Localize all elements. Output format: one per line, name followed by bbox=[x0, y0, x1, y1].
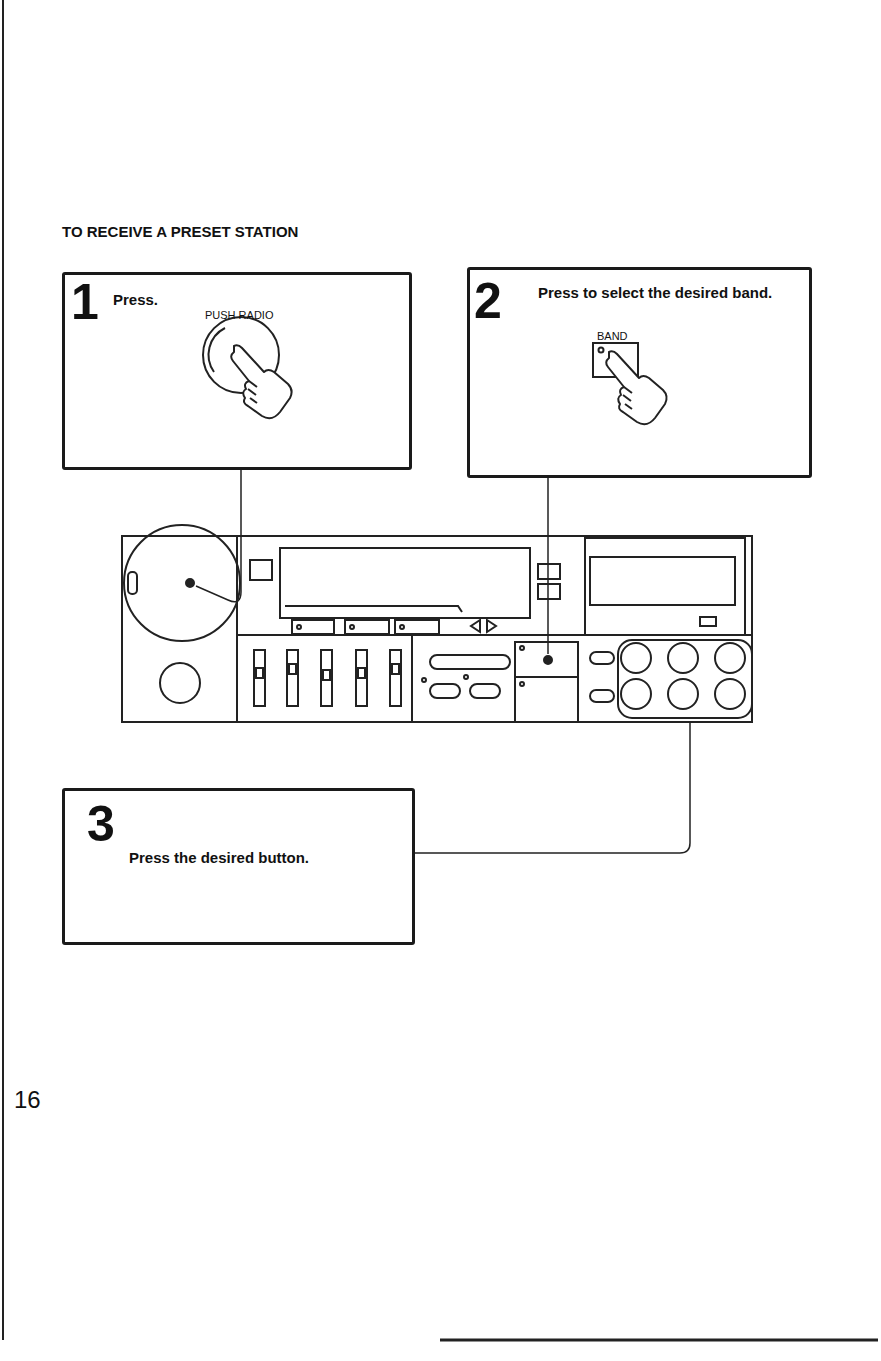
car-stereo-unit bbox=[520, 682, 524, 686]
pointing-hand bbox=[623, 387, 632, 409]
car-stereo-unit bbox=[400, 625, 404, 629]
car-stereo-unit bbox=[590, 557, 735, 605]
car-stereo-unit bbox=[292, 620, 334, 634]
car-stereo-unit bbox=[464, 675, 468, 679]
pointing-hand bbox=[231, 345, 291, 418]
car-stereo-unit bbox=[254, 650, 265, 706]
car-stereo-unit bbox=[395, 620, 439, 634]
car-stereo-unit bbox=[590, 690, 614, 702]
step-box: 2 Press to select the desired band. BAND bbox=[467, 267, 812, 478]
car-stereo-unit bbox=[390, 650, 401, 706]
car-stereo-unit bbox=[422, 678, 426, 682]
pointing-hand bbox=[248, 381, 257, 403]
car-stereo-unit bbox=[621, 679, 651, 709]
page-rule bbox=[440, 1339, 878, 1342]
car-stereo-unit bbox=[544, 656, 552, 664]
step-number: 2 bbox=[474, 276, 502, 326]
car-stereo-unit bbox=[487, 620, 496, 632]
car-stereo-unit bbox=[356, 650, 367, 706]
car-stereo-unit bbox=[358, 668, 365, 678]
car-stereo-unit bbox=[470, 684, 500, 698]
car-stereo-unit bbox=[297, 625, 301, 629]
car-stereo-unit bbox=[287, 650, 298, 706]
car-stereo-unit bbox=[280, 548, 530, 618]
step-box: 3Press the desired button. bbox=[62, 788, 415, 945]
car-stereo-unit bbox=[515, 677, 578, 722]
car-stereo-unit bbox=[430, 655, 510, 669]
car-stereo-unit bbox=[160, 663, 200, 703]
step-number: 3 bbox=[87, 799, 115, 849]
control-name: BAND bbox=[597, 330, 628, 343]
pointing-hand bbox=[231, 345, 291, 418]
page-rule bbox=[2, 0, 4, 1340]
car-stereo-unit bbox=[124, 525, 240, 641]
car-stereo-unit bbox=[411, 635, 413, 722]
car-stereo-unit bbox=[668, 679, 698, 709]
car-stereo-unit bbox=[186, 579, 194, 587]
page-number: 16 bbox=[14, 1086, 41, 1114]
car-stereo-unit bbox=[128, 572, 137, 594]
instruction-text: Press. bbox=[113, 291, 158, 309]
car-stereo-unit bbox=[321, 650, 332, 706]
car-stereo-unit bbox=[256, 668, 263, 678]
car-stereo-unit bbox=[471, 620, 480, 632]
car-stereo-unit bbox=[715, 643, 745, 673]
pointing-hand bbox=[606, 351, 666, 424]
car-stereo-unit bbox=[345, 620, 389, 634]
car-stereo-unit bbox=[289, 664, 296, 674]
leader-line bbox=[196, 470, 690, 853]
car-stereo-unit bbox=[538, 584, 560, 599]
step-number: 1 bbox=[71, 277, 99, 327]
car-stereo-unit bbox=[250, 560, 272, 580]
band-button bbox=[599, 348, 604, 353]
leader-line bbox=[547, 478, 549, 654]
car-stereo-unit bbox=[538, 564, 560, 579]
car-stereo-unit bbox=[285, 606, 462, 612]
page-rule bbox=[3, 0, 878, 1340]
car-stereo-unit bbox=[590, 652, 614, 664]
car-stereo-unit bbox=[621, 643, 651, 673]
car-stereo-unit bbox=[520, 646, 524, 650]
car-stereo-unit bbox=[430, 684, 460, 698]
step-box: 1 Press. PUSH RADIO bbox=[62, 272, 412, 470]
car-stereo-unit bbox=[323, 670, 330, 680]
car-stereo-unit bbox=[700, 617, 716, 626]
leader-line bbox=[415, 722, 690, 853]
car-stereo-unit bbox=[350, 625, 354, 629]
pointing-hand bbox=[606, 351, 666, 424]
car-stereo-unit bbox=[668, 643, 698, 673]
car-stereo-unit bbox=[515, 642, 578, 677]
car-stereo-unit bbox=[715, 679, 745, 709]
control-name: PUSH RADIO bbox=[205, 309, 273, 322]
instruction-text: Press the desired button. bbox=[129, 849, 309, 867]
car-stereo-unit bbox=[618, 640, 752, 718]
page-title: TO RECEIVE A PRESET STATION bbox=[62, 223, 298, 240]
car-stereo-unit bbox=[585, 538, 745, 635]
car-stereo-unit bbox=[392, 664, 399, 674]
push-radio-knob bbox=[209, 328, 225, 372]
leader-line bbox=[196, 470, 241, 602]
car-stereo-unit bbox=[122, 525, 752, 722]
instruction-text: Press to select the desired band. bbox=[538, 284, 800, 302]
